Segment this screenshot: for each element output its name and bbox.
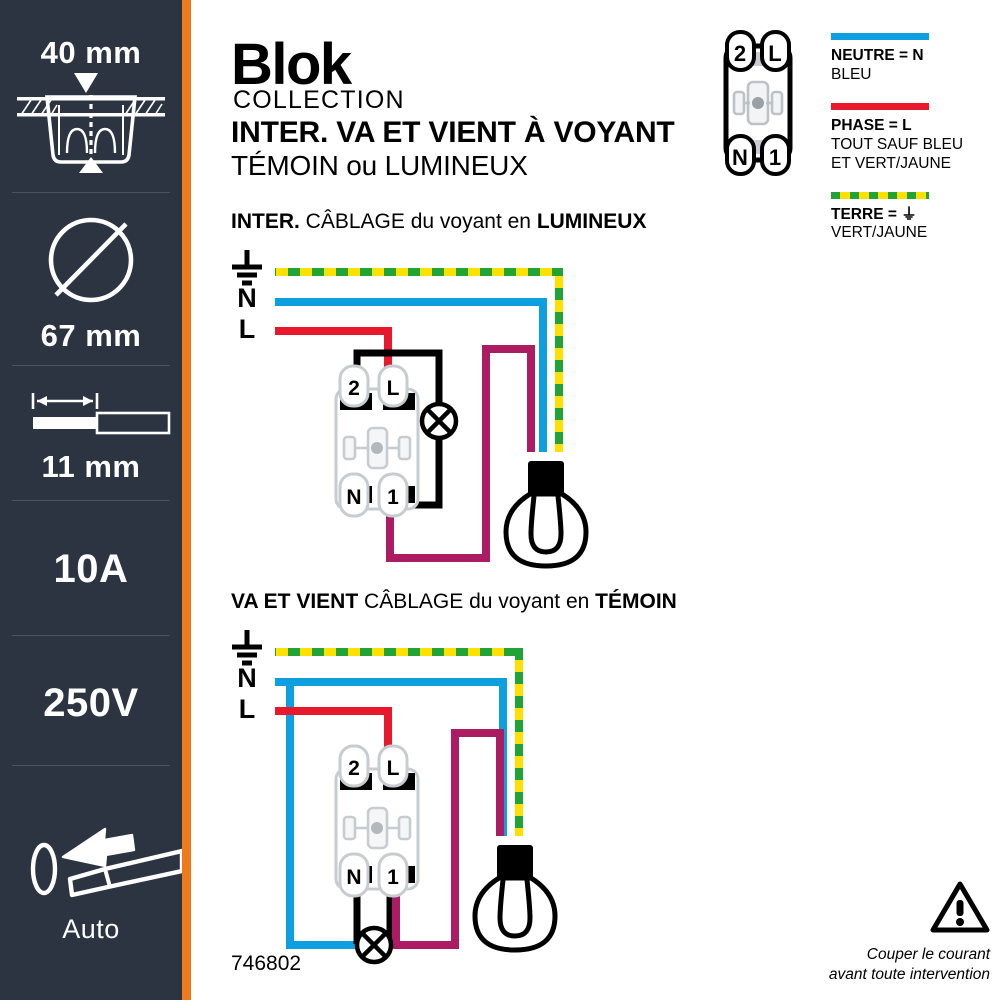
product-terminal-symbol: 2 L N 1 [723, 30, 793, 176]
wire-line-2 [275, 707, 392, 778]
legend-desc-neutre: BLEU [831, 65, 872, 83]
sidebar-item-diameter-label: 67 mm [40, 317, 142, 353]
brand-subtitle: COLLECTION [233, 86, 405, 114]
switch-2-terminal-1: 1 [387, 866, 399, 889]
switch-1-terminal-L: L [387, 377, 400, 400]
terminal-label-N: N [732, 145, 748, 170]
switch-symbol-2: 2 L N 1 [334, 744, 420, 898]
wire-purple-1 [386, 345, 535, 562]
warning-line-1: Couper le courant [866, 946, 990, 963]
warning-text: Couper le courant avant toute interventi… [760, 945, 990, 986]
wire-black-1-top [353, 349, 443, 404]
page-title: INTER. VA ET VIENT À VOYANT [231, 116, 675, 149]
sidebar-divider [12, 765, 170, 766]
section-title-lumineux-bold1: INTER. [231, 210, 300, 233]
sidebar-accent-bar [182, 0, 191, 1000]
wire-earth-2-down [515, 648, 523, 836]
rail-label-line-1: L [239, 314, 256, 344]
sidebar-item-voltage: 250V [0, 640, 182, 765]
sidebar-divider [12, 365, 170, 366]
legend-title-neutre: NEUTRE = N [831, 47, 924, 64]
wire-neutral-1 [275, 298, 547, 452]
warning-line-2: avant toute intervention [828, 966, 990, 984]
legend-desc-terre: VERT/JAUNE [831, 224, 928, 242]
rail-label-neutral-2: N [237, 663, 257, 693]
brand-logo: Blok [231, 32, 352, 97]
legend-desc-phase: TOUT SAUF BLEU ET VERT/JAUNE [831, 135, 964, 172]
sidebar-item-depth: 40 mm [0, 22, 182, 192]
sidebar-item-strip: 11 mm [0, 375, 182, 495]
earth-symbol-2 [232, 630, 262, 666]
voyant-lamp-icon-1 [419, 401, 459, 441]
wall-box-depth-icon [17, 73, 165, 174]
diagram-lumineux: N L [232, 250, 589, 569]
legend-title-terre: TERRE = ⏚ [831, 205, 917, 223]
auto-terminal-screwdriver-icon [30, 827, 182, 898]
legend-bar-terre [831, 191, 929, 199]
section-title-lumineux-bold2: LUMINEUX [536, 210, 647, 233]
rail-label-line-2: L [239, 694, 256, 724]
section-title-temoin-bold1: VA ET VIENT [231, 590, 359, 613]
sidebar-item-voltage-label: 250V [43, 680, 139, 725]
terminal-label-2: 2 [734, 41, 746, 66]
sidebar-item-current-label: 10A [53, 547, 129, 591]
wire-neutral-2-branch [286, 686, 373, 949]
switch-2-terminal-N: N [346, 866, 361, 889]
legend-entry-phase: PHASE = L TOUT SAUF BLEU ET VERT/JAUNE [831, 102, 999, 174]
wire-earth-1-down [555, 268, 563, 452]
sidebar-item-auto: Auto [0, 790, 182, 960]
rail-label-neutral-1: N [237, 283, 257, 313]
legend-entry-terre: TERRE = ⏚ VERT/JAUNE [831, 191, 999, 244]
switch-1-terminal-N: N [346, 486, 361, 509]
voyant-lamp-icon-2 [354, 925, 394, 965]
section-title-lumineux: INTER. CÂBLAGE du voyant en LUMINEUX [231, 210, 646, 234]
earth-symbol-1 [232, 250, 262, 286]
wire-neutral-2-main [275, 678, 507, 836]
diagram-temoin: N L [232, 630, 558, 965]
wire-purple-2 [392, 729, 504, 949]
legend-title-phase: PHASE = L [831, 116, 912, 134]
section-title-temoin-normal: CÂBLAGE du voyant en [358, 590, 596, 613]
sidebar-item-auto-label: Auto [62, 913, 120, 944]
sidebar-divider [12, 500, 170, 501]
legend-bar-neutre [831, 33, 929, 40]
legend-bar-phase [831, 102, 929, 110]
terminal-label-L: L [768, 41, 781, 66]
wire-earth-2 [275, 648, 523, 656]
switch-1-terminal-1: 1 [387, 486, 399, 509]
wire-earth-1 [275, 268, 563, 276]
terminal-label-1: 1 [769, 145, 781, 170]
page-subtitle: TÉMOIN ou LUMINEUX [231, 150, 528, 181]
warning-block: Couper le courant avant toute interventi… [760, 880, 990, 986]
switch-1-terminal-2: 2 [348, 377, 360, 400]
wire-line-1 [275, 327, 392, 398]
wire-color-legend: NEUTRE = N BLEU PHASE = L TOUT SAUF BLEU… [831, 33, 999, 261]
sidebar-divider [12, 635, 170, 636]
sidebar-item-depth-label: 40 mm [40, 34, 142, 70]
section-title-temoin: VA ET VIENT CÂBLAGE du voyant en TÉMOIN [231, 590, 677, 614]
switch-2-terminal-L: L [387, 757, 400, 780]
warning-triangle-icon [930, 881, 990, 933]
sidebar-item-strip-label: 11 mm [41, 448, 141, 484]
sidebar-item-diameter: 67 mm [0, 200, 182, 360]
sidebar-item-current: 10A [0, 505, 182, 633]
legend-entry-neutre: NEUTRE = N BLEU [831, 33, 999, 85]
wire-black-1-bottom [386, 438, 443, 509]
section-title-temoin-bold2: TÉMOIN [595, 590, 677, 613]
switch-symbol-1: 2 L N 1 [334, 364, 420, 518]
section-title-lumineux-normal: CÂBLAGE du voyant en [299, 210, 537, 233]
wire-strip-length-icon [31, 392, 171, 435]
diameter-circle-icon [48, 217, 134, 303]
sidebar-divider [12, 192, 170, 193]
switch-2-terminal-2: 2 [348, 757, 360, 780]
part-number: 746802 [231, 952, 302, 975]
bulb-icon-2 [472, 845, 558, 953]
bulb-icon-1 [503, 461, 589, 569]
